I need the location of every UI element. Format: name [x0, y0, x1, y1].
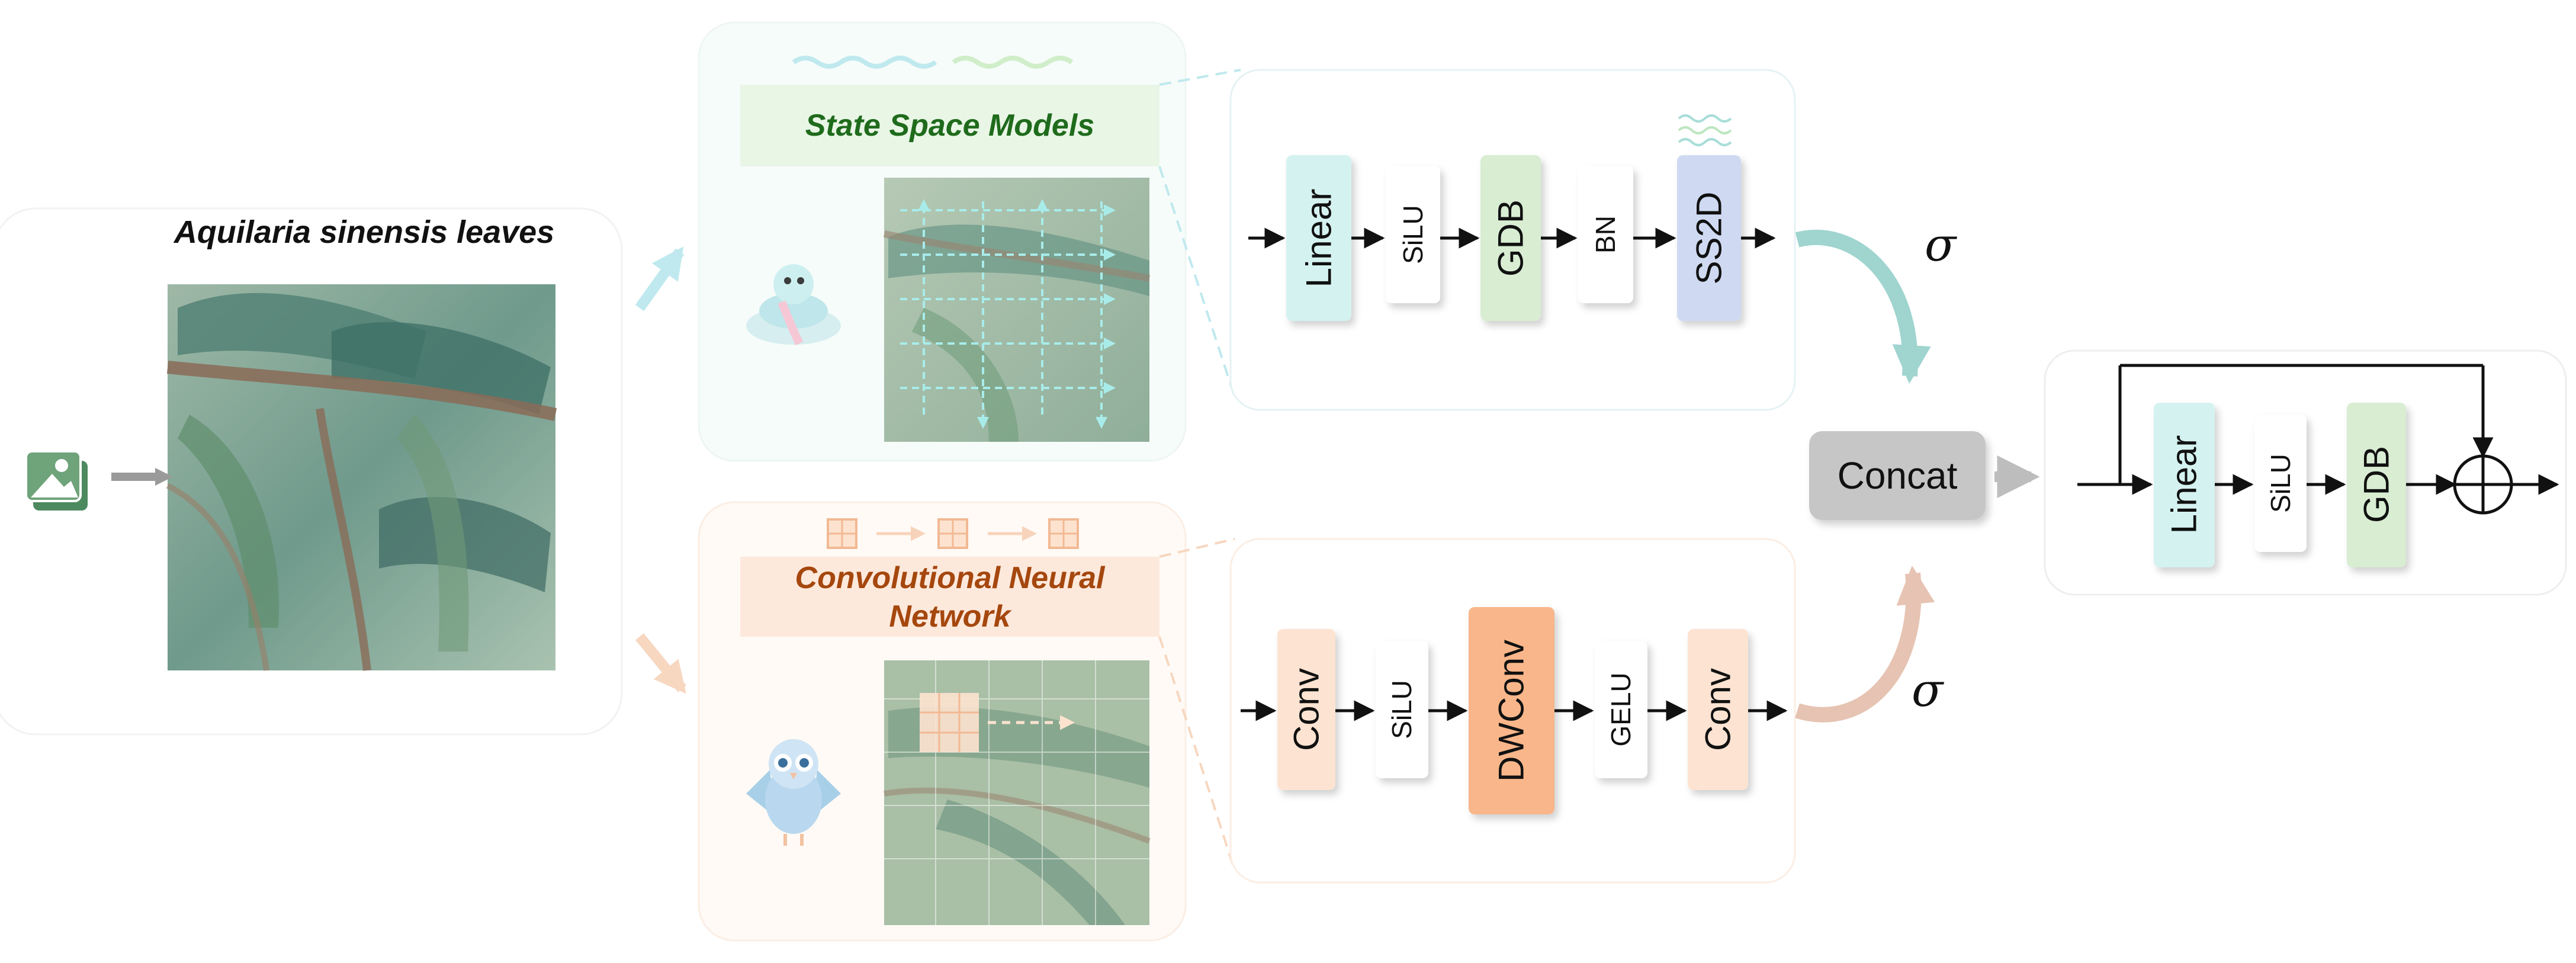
owl-mascot-icon — [746, 739, 841, 846]
wave-icon — [1678, 114, 1732, 123]
cnn-leaf-photo — [884, 660, 1151, 925]
ssm-bn-block: BN — [1578, 166, 1633, 303]
cnn-conv2-label: Conv — [1698, 668, 1738, 751]
branch-arrow-cnn — [635, 633, 686, 694]
wave-icon — [952, 56, 1074, 69]
cnn-dwconv-label: DWConv — [1492, 640, 1531, 782]
wave-icon — [1678, 138, 1732, 146]
cnn-gelu-block: GELU — [1595, 641, 1647, 778]
output-silu-block: SiLU — [2254, 415, 2307, 552]
cnn-title-line1: Convolutional Neural — [795, 561, 1106, 595]
output-flow-arrows — [2077, 364, 2559, 495]
grid-patch-icon — [1048, 518, 1079, 549]
gallery-icon — [25, 450, 88, 511]
output-silu-label: SiLU — [2265, 454, 2296, 513]
grid-patch-icon — [937, 518, 968, 549]
input-title: Aquilaria sinensis leaves — [173, 214, 554, 250]
output-gdb-block: GDB — [2347, 403, 2406, 567]
gate-arrow-bottom — [1795, 566, 1935, 723]
output-gdb-label: GDB — [2357, 446, 2397, 523]
snake-mascot-icon — [746, 264, 841, 346]
gate-sigma-bottom: σ — [1912, 664, 1944, 717]
ssm-silu-label: SiLU — [1398, 205, 1428, 264]
ssm-bn-label: BN — [1590, 216, 1621, 253]
gate-arrow-top — [1795, 229, 1931, 384]
ssm-silu-block: SiLU — [1386, 166, 1440, 303]
cnn-title-box — [740, 557, 1159, 637]
oplus-icon — [2453, 454, 2513, 515]
ssm-gdb-block: GDB — [1480, 155, 1541, 321]
wave-icon — [792, 56, 937, 69]
concat-block: Concat — [1809, 431, 1986, 520]
concat-label: Concat — [1838, 454, 1958, 497]
cnn-silu-label: SiLU — [1386, 680, 1417, 739]
cnn-conv1-label: Conv — [1287, 668, 1326, 751]
cnn-silu-block: SiLU — [1376, 641, 1428, 778]
output-linear-block: Linear — [2154, 403, 2215, 567]
ssm-title-box — [740, 85, 1159, 166]
cnn-conv-block-1: Conv — [1277, 629, 1335, 790]
cnn-zoom-line — [1158, 636, 1236, 871]
cnn-title-line2: Network — [889, 599, 1012, 634]
ssm-ss2d-label: SS2D — [1690, 192, 1729, 285]
output-linear-label: Linear — [2164, 435, 2204, 534]
ssm-zoom-line — [1159, 69, 1241, 86]
ssm-linear-block: Linear — [1286, 155, 1351, 321]
ssm-title: State Space Models — [805, 108, 1094, 143]
ssm-zoom-line — [1158, 166, 1236, 397]
wave-icon — [1678, 126, 1732, 134]
cnn-dwconv-block: DWConv — [1469, 607, 1554, 814]
ssm-ss2d-block: SS2D — [1677, 155, 1741, 321]
cnn-zoom-line — [1159, 538, 1235, 558]
ssm-leaf-photo — [883, 178, 1151, 442]
branch-arrow-ssm — [635, 246, 685, 312]
ssm-linear-label: Linear — [1299, 189, 1339, 288]
ssm-gdb-label: GDB — [1491, 200, 1531, 277]
cnn-conv-block-2: Conv — [1688, 629, 1748, 790]
gate-sigma-top: σ — [1925, 219, 1957, 272]
grid-patch-icon — [827, 518, 857, 549]
leaf-photo — [166, 284, 557, 671]
cnn-gelu-label: GELU — [1605, 672, 1636, 746]
